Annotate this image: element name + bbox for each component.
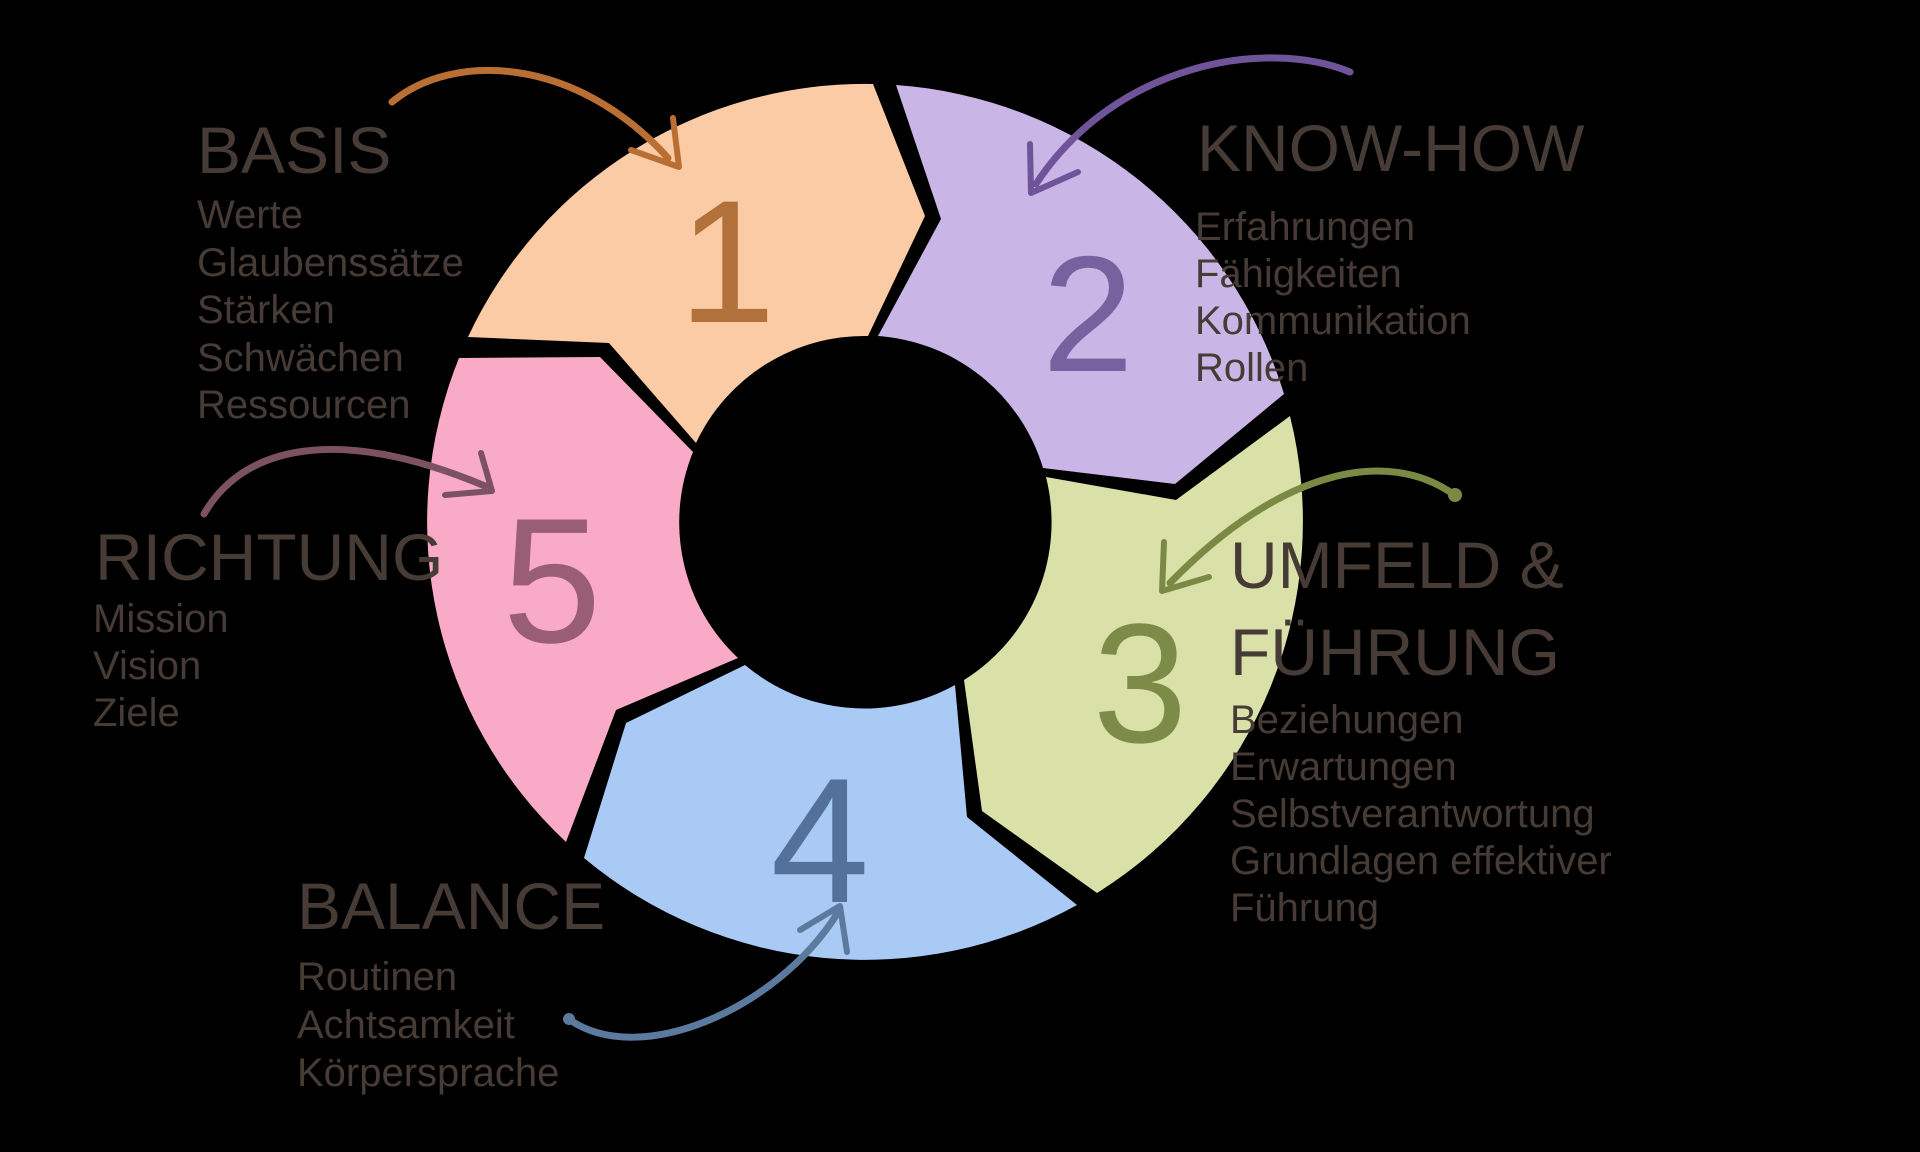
know-how-item: Rollen	[1195, 346, 1308, 390]
richtung-item: Mission	[93, 597, 229, 641]
arrow-to-segment-4	[563, 903, 850, 1041]
umfeld-fuehrung-title-line2: FÜHRUNG	[1230, 615, 1560, 689]
label-block-basis: BASIS Werte Glaubenssätze Stärken Schwäc…	[197, 113, 464, 427]
know-how-title: KNOW-HOW	[1197, 111, 1585, 185]
segment-5-richtung	[427, 357, 738, 842]
arrow-3-head-icon	[1159, 539, 1212, 594]
arrow-to-segment-2	[1027, 54, 1354, 196]
labels: BASIS Werte Glaubenssätze Stärken Schwäc…	[93, 111, 1612, 1095]
balance-title: BALANCE	[297, 869, 605, 943]
label-block-know-how: KNOW-HOW Erfahrungen Fähigkeiten Kommuni…	[1195, 111, 1585, 390]
basis-item: Werte	[197, 193, 303, 237]
balance-item: Körpersprache	[297, 1051, 559, 1095]
balance-item: Routinen	[297, 955, 457, 999]
umfeld-item: Führung	[1230, 886, 1379, 930]
umfeld-item: Grundlagen effektiver	[1230, 839, 1612, 883]
label-block-umfeld-fuehrung: UMFELD & FÜHRUNG Beziehungen Erwartungen…	[1230, 528, 1612, 930]
arrow-to-segment-3	[1159, 467, 1462, 594]
umfeld-item: Selbstverantwortung	[1230, 792, 1595, 836]
step-3-number: 3	[1093, 589, 1188, 779]
segment-4-balance	[584, 665, 1077, 960]
label-block-richtung: RICHTUNG Mission Vision Ziele	[93, 520, 443, 735]
arrow-2-curve	[1032, 54, 1354, 188]
label-block-balance: BALANCE Routinen Achtsamkeit Körpersprac…	[297, 869, 605, 1095]
umfeld-item: Erwartungen	[1230, 745, 1457, 789]
know-how-item: Erfahrungen	[1195, 205, 1415, 249]
basis-item: Schwächen	[197, 336, 404, 380]
arrow-2-head-icon	[1027, 141, 1081, 196]
arrow-4-head-icon	[797, 903, 850, 955]
arrow-5-head-icon	[442, 450, 495, 498]
step-4-number: 4	[771, 741, 870, 940]
richtung-item: Vision	[93, 644, 201, 688]
richtung-title: RICHTUNG	[95, 520, 443, 594]
basis-item: Ressourcen	[197, 383, 410, 427]
basis-item: Glaubenssätze	[197, 241, 464, 285]
arrow-5-curve	[200, 446, 489, 518]
umfeld-fuehrung-title-line1: UMFELD &	[1230, 528, 1564, 602]
segment-1-basis	[468, 83, 925, 443]
balance-item: Achtsamkeit	[297, 1003, 515, 1047]
step-numbers: 1 2 3 4 5	[503, 165, 1188, 940]
step-1-number: 1	[678, 165, 775, 360]
basis-item: Stärken	[197, 288, 335, 332]
arrow-3-curve	[1166, 467, 1457, 587]
segment-2-know-how	[878, 85, 1284, 484]
umfeld-item: Beziehungen	[1230, 698, 1464, 742]
arrow-1-curve	[388, 67, 672, 162]
arrow-4-curve	[566, 910, 841, 1041]
arrow-to-segment-5	[200, 446, 495, 518]
know-how-item: Kommunikation	[1195, 299, 1471, 343]
arrow-1-head-icon	[628, 115, 682, 170]
know-how-item: Fähigkeiten	[1195, 252, 1402, 296]
step-2-number: 2	[1042, 222, 1134, 406]
richtung-item: Ziele	[93, 691, 180, 735]
basis-title: BASIS	[197, 113, 391, 187]
step-5-number: 5	[503, 481, 602, 680]
arrow-to-segment-1	[388, 67, 682, 170]
